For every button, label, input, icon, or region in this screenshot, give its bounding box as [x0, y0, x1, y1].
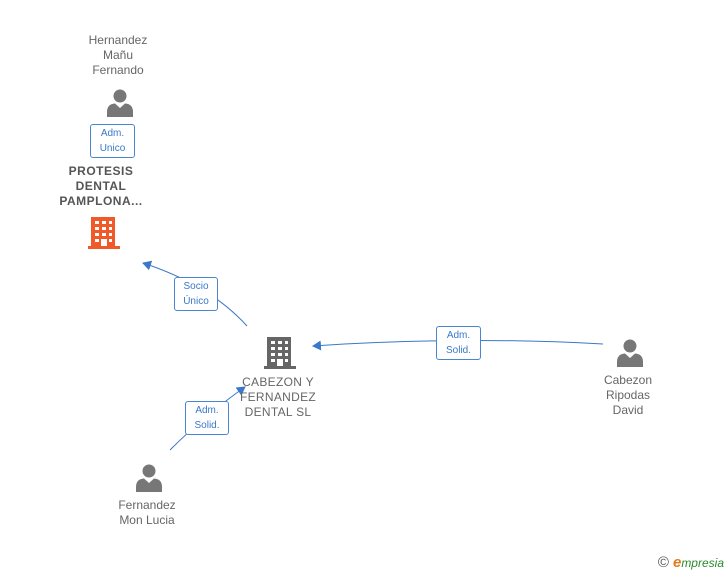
brand-name: mpresia [681, 556, 724, 570]
badge-line: Único [183, 296, 209, 307]
node-label-line: FERNANDEZ [239, 390, 317, 404]
footer-brand[interactable]: © empresia [658, 554, 724, 571]
node-label-line: PAMPLONA... [59, 194, 143, 208]
badge-line: Adm. [446, 330, 471, 341]
badge-line: Unico [99, 143, 126, 154]
brand-initial: e [672, 554, 682, 571]
node-label-fernandez: Fernandez Mon Lucia [104, 498, 190, 528]
node-label-line: DENTAL [75, 179, 127, 193]
node-label-line: Mon Lucia [119, 513, 175, 527]
building-icon[interactable] [88, 216, 120, 250]
node-label-line: Ripodas [605, 388, 651, 402]
building-icon[interactable] [264, 336, 296, 370]
node-label-line: CABEZON Y [242, 375, 314, 389]
person-icon[interactable] [615, 338, 645, 368]
role-badge-adm-solid-david[interactable]: Adm. Solid. [436, 326, 481, 360]
person-icon[interactable] [105, 88, 135, 118]
node-label-line: PROTESIS [68, 164, 134, 178]
person-icon[interactable] [134, 463, 164, 493]
badge-line: Solid. [445, 345, 471, 356]
role-badge-adm-solid-fernandez[interactable]: Adm. Solid. [185, 401, 229, 435]
node-label-line: DENTAL SL [244, 405, 312, 419]
badge-line: Adm. [195, 405, 219, 416]
node-label-line: Hernandez [88, 33, 148, 47]
node-label-protesis[interactable]: PROTESIS DENTAL PAMPLONA... [48, 164, 154, 209]
role-badge-adm-unico[interactable]: Adm. Unico [90, 124, 135, 158]
node-label-line: Mañu [102, 48, 134, 62]
node-label-hernandez: Hernandez Mañu Fernando [70, 33, 166, 78]
node-label-cabezon-david: Cabezon Ripodas David [588, 373, 668, 418]
node-label-line: Fernandez [118, 498, 176, 512]
badge-line: Adm. [100, 128, 125, 139]
brand-logo: empresia [673, 554, 724, 571]
node-label-line: Fernando [92, 63, 144, 77]
role-badge-socio-unico[interactable]: Socio Único [174, 277, 218, 311]
badge-line: Socio [183, 281, 209, 292]
badge-line: Solid. [194, 420, 220, 431]
node-label-line: David [612, 403, 644, 417]
node-label-line: Cabezon [603, 373, 653, 387]
copyright-icon: © [657, 554, 669, 571]
node-label-cabezon-sl[interactable]: CABEZON Y FERNANDEZ DENTAL SL [228, 375, 328, 420]
